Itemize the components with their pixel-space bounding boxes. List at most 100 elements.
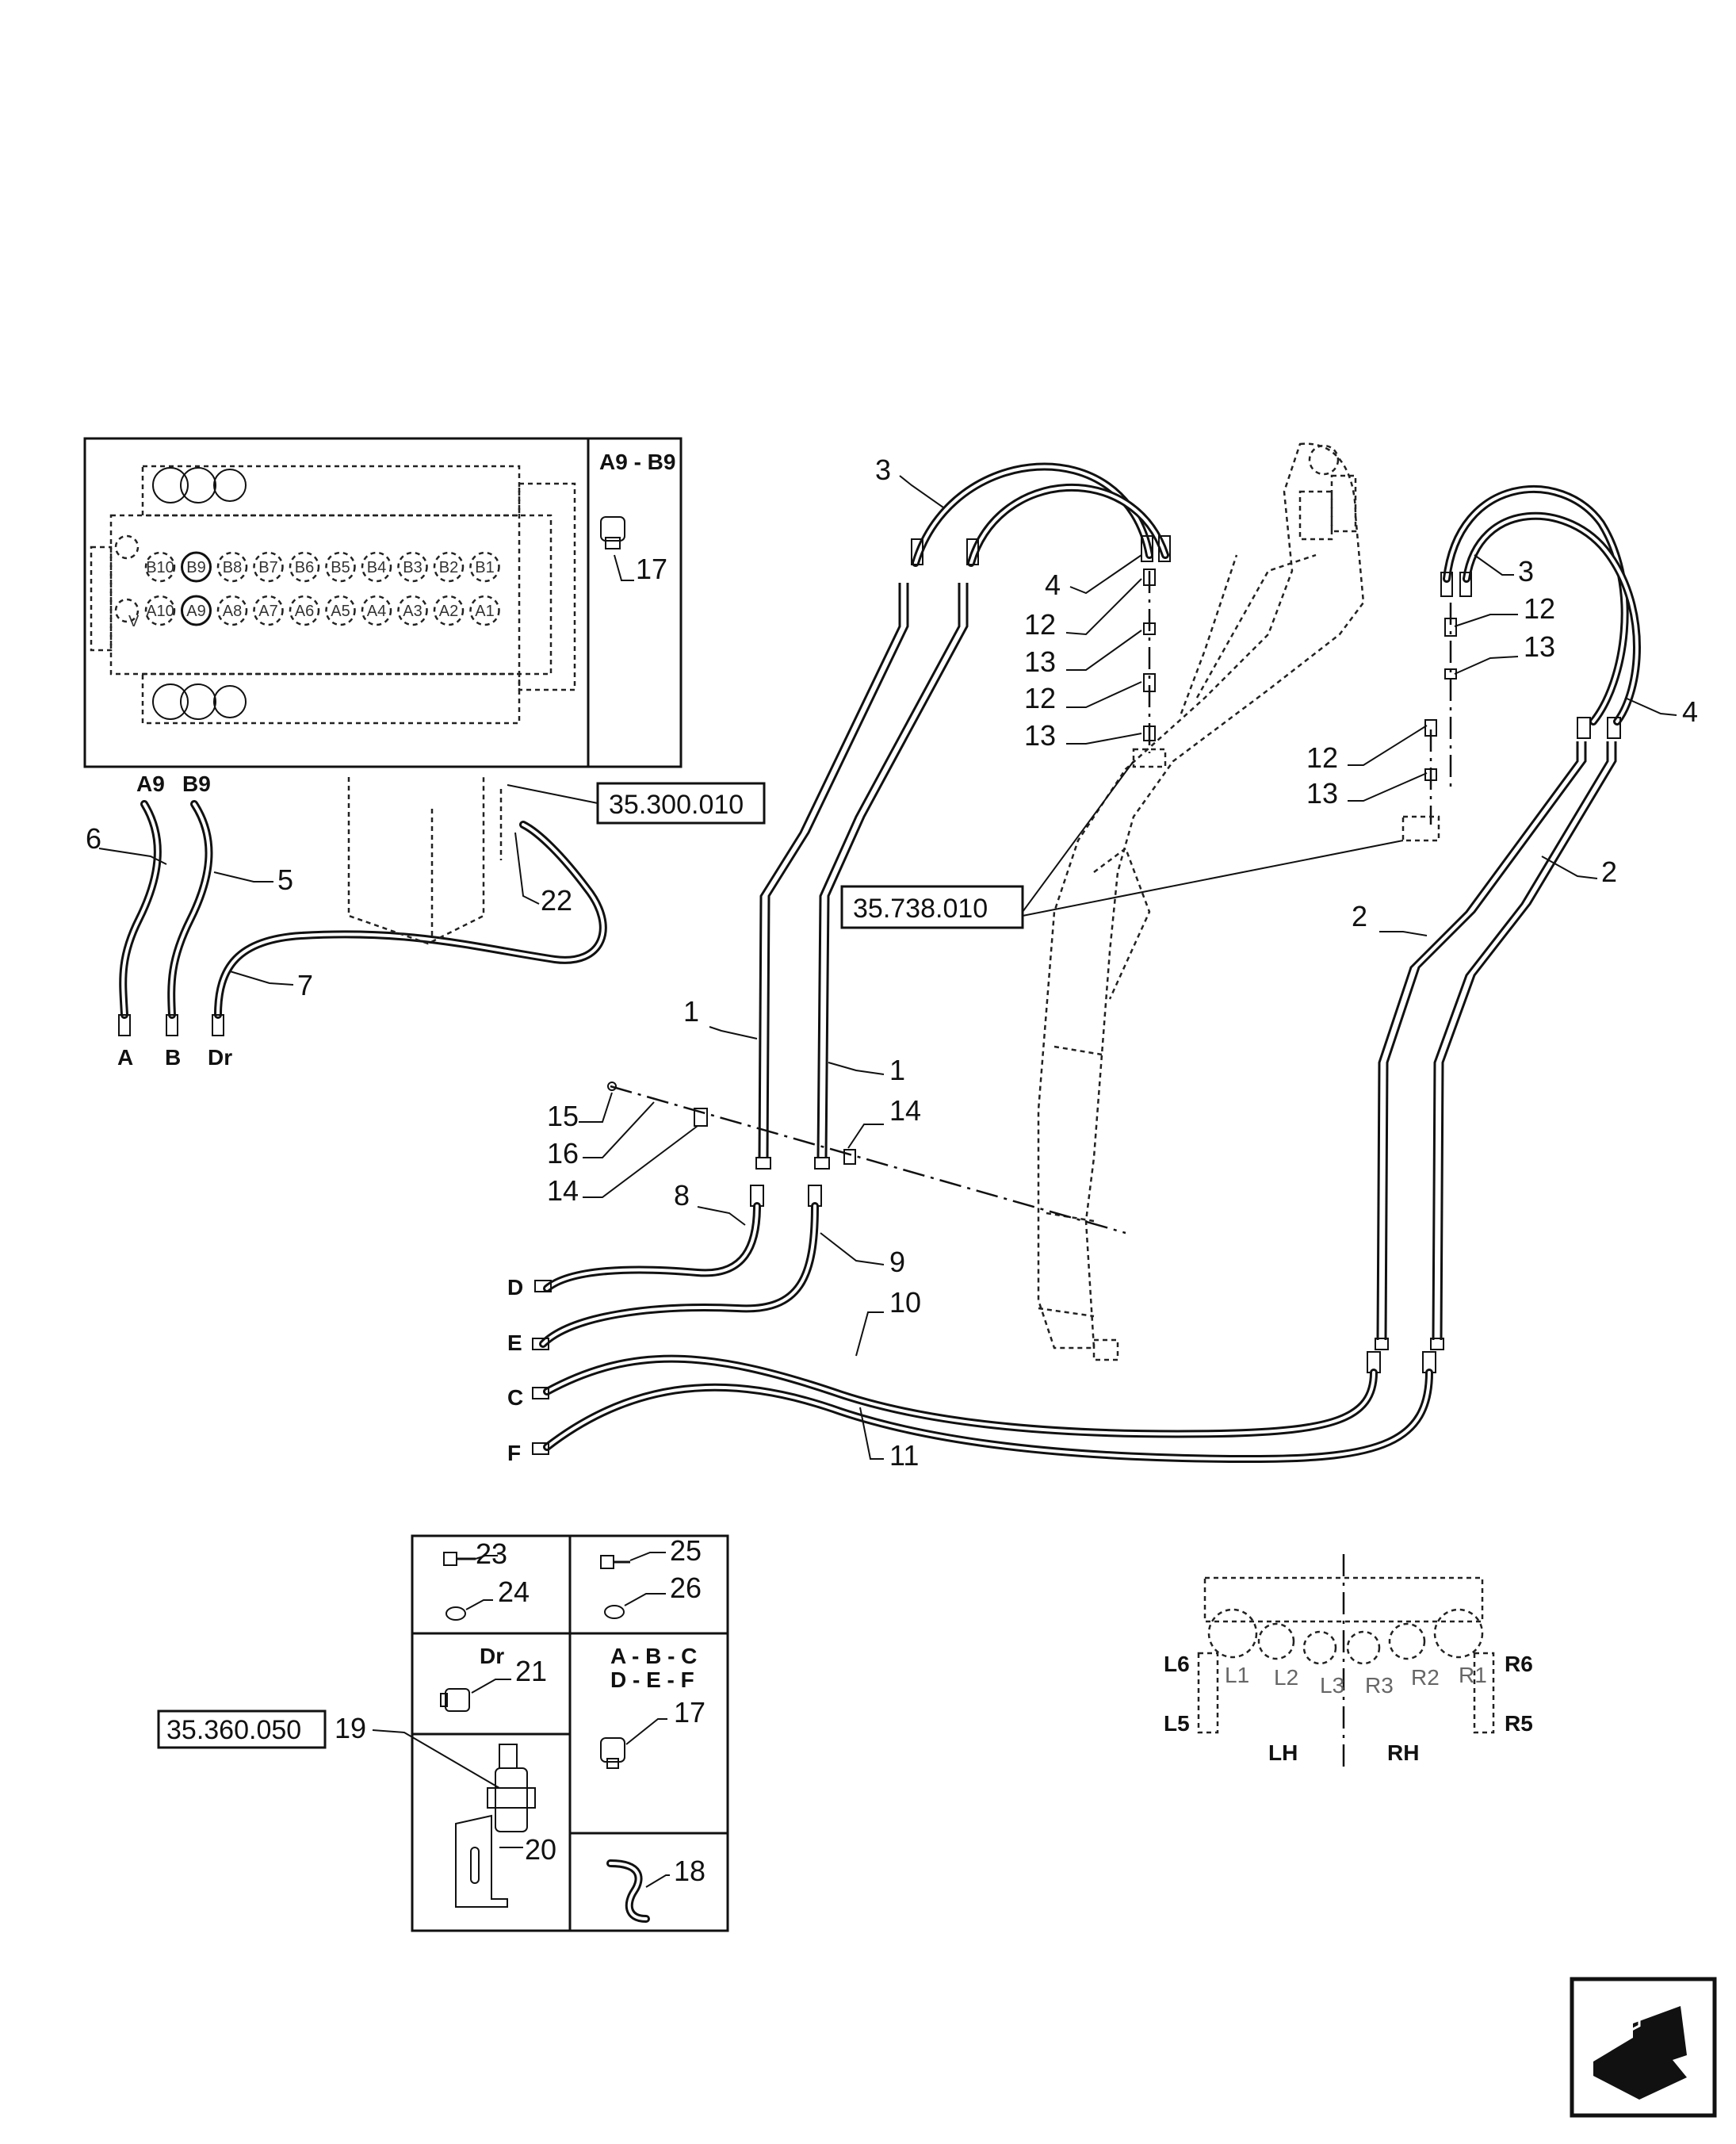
valve-port-label-a10: A10 [146, 603, 174, 620]
callout-16: 16 [547, 1137, 579, 1170]
callout-2-b: 2 [1601, 856, 1617, 888]
callout-3-right: 3 [1518, 555, 1534, 588]
valve-port-b2 [433, 551, 465, 583]
callout-10: 10 [889, 1286, 921, 1319]
parts-dr-label: Dr [480, 1644, 504, 1668]
valve-port-a10 [144, 595, 176, 626]
port-b9-label: B9 [182, 771, 211, 796]
callout-22: 22 [541, 884, 572, 917]
port-e-label: E [507, 1330, 522, 1355]
part-23: 23 [476, 1537, 507, 1570]
valve-port-a8 [216, 595, 248, 626]
valve-port-a6 [289, 595, 320, 626]
callout-5: 5 [277, 863, 293, 896]
valve-port-label-a6: A6 [295, 603, 314, 620]
valve-port-b6 [289, 551, 320, 583]
valve-19-icon [487, 1744, 536, 1832]
callout-13-d: 13 [1306, 777, 1338, 810]
valve-port-b8 [216, 551, 248, 583]
ref-35-738-010: 35.738.010 [840, 760, 1404, 929]
valve-port-b9 [181, 551, 212, 583]
parts-abc-label: A - B - C [610, 1644, 697, 1668]
inset-header: A9 - B9 [599, 450, 675, 474]
ref-35-300-010-text: 35.300.010 [609, 790, 744, 820]
valve-port-label-b4: B4 [367, 559, 386, 576]
callout-14-a: 14 [547, 1174, 579, 1207]
port-b-label: B [165, 1045, 181, 1070]
port-dr-label: Dr [208, 1045, 232, 1070]
callout-4-right: 4 [1682, 695, 1698, 728]
part-17: 17 [674, 1696, 705, 1729]
callout-12-c: 12 [1524, 592, 1555, 625]
callout-13-a: 13 [1024, 645, 1056, 678]
valve-port-b1 [469, 551, 500, 583]
callout-9: 9 [889, 1246, 905, 1278]
plug-21-icon [440, 1688, 470, 1712]
valve-port-label-b3: B3 [403, 559, 422, 576]
callout-13-c: 13 [1524, 630, 1555, 663]
control-valve-icon [90, 465, 576, 725]
arm-r6-label: R6 [1505, 1652, 1533, 1676]
bolt-25-icon [600, 1555, 630, 1569]
arm-port-r3: R3 [1365, 1673, 1394, 1698]
callout-6: 6 [86, 822, 101, 855]
valve-port-label-a3: A3 [403, 603, 422, 620]
valve-port-a3 [397, 595, 428, 626]
valve-port-a1 [469, 595, 500, 626]
callout-4-left: 4 [1045, 569, 1061, 601]
fitting-17-icon [600, 1737, 625, 1769]
callout-11: 11 [889, 1439, 919, 1472]
valve-port-a4 [361, 595, 392, 626]
valve-port-label-a9: A9 [186, 603, 205, 620]
arm-port-r2: R2 [1411, 1665, 1440, 1690]
part-18: 18 [674, 1855, 705, 1887]
port-a-label: A [117, 1045, 133, 1070]
arm-lh-label: LH [1268, 1740, 1298, 1765]
valve-port-label-a1: A1 [475, 603, 494, 620]
arm-r5-label: R5 [1505, 1711, 1533, 1736]
valve-port-label-a8: A8 [223, 603, 242, 620]
callout-1-a: 1 [683, 995, 699, 1028]
washer-24-icon [445, 1606, 466, 1621]
callout-2-a: 2 [1352, 900, 1367, 932]
valve-port-a7 [253, 595, 284, 626]
arm-port-l2: L2 [1274, 1665, 1298, 1690]
callout-14-b: 14 [889, 1094, 921, 1127]
callout-3-left: 3 [875, 454, 891, 486]
valve-port-label-a7: A7 [258, 603, 277, 620]
valve-port-b5 [325, 551, 356, 583]
parts-def-label: D - E - F [610, 1667, 694, 1692]
valve-port-b4 [361, 551, 392, 583]
right-boom-lines: 3 4 2 2 12 13 12 13 [1306, 485, 1698, 1350]
valve-port-label-b1: B1 [475, 559, 494, 576]
callout-12-d: 12 [1306, 741, 1338, 774]
part-21: 21 [515, 1655, 547, 1687]
callout-15: 15 [547, 1100, 579, 1132]
valve-port-label-b6: B6 [295, 559, 314, 576]
port-d-label: D [507, 1275, 523, 1300]
arm-rh-label: RH [1387, 1740, 1419, 1765]
long-hoses-10-11: C F 10 11 [507, 1286, 1436, 1472]
parts-box: 23 24 25 26 Dr 21 A - B - C D - E - F 17 [335, 1534, 729, 1932]
valve-port-b10 [144, 551, 176, 583]
callout-12-a: 12 [1024, 608, 1056, 641]
next-page-arrow-icon[interactable] [1570, 1977, 1717, 2118]
valve-port-label-a5: A5 [331, 603, 350, 620]
fitting-17-icon [600, 516, 625, 549]
valve-port-label-a2: A2 [439, 603, 458, 620]
boom-assembly [1037, 442, 1365, 1361]
callout-13-b: 13 [1024, 719, 1056, 752]
lower-valve-hoses: A9 B9 A B Dr 6 5 7 22 [86, 771, 607, 1070]
valve-port-b3 [397, 551, 428, 583]
arm-port-l1: L1 [1225, 1663, 1249, 1687]
valve-port-label-b7: B7 [258, 559, 277, 576]
arm-l6-label: L6 [1164, 1652, 1190, 1676]
valve-port-a9 [181, 595, 212, 626]
part-20: 20 [525, 1833, 556, 1866]
part-24: 24 [498, 1575, 530, 1608]
valve-port-label-b8: B8 [223, 559, 242, 576]
valve-port-b7 [253, 551, 284, 583]
